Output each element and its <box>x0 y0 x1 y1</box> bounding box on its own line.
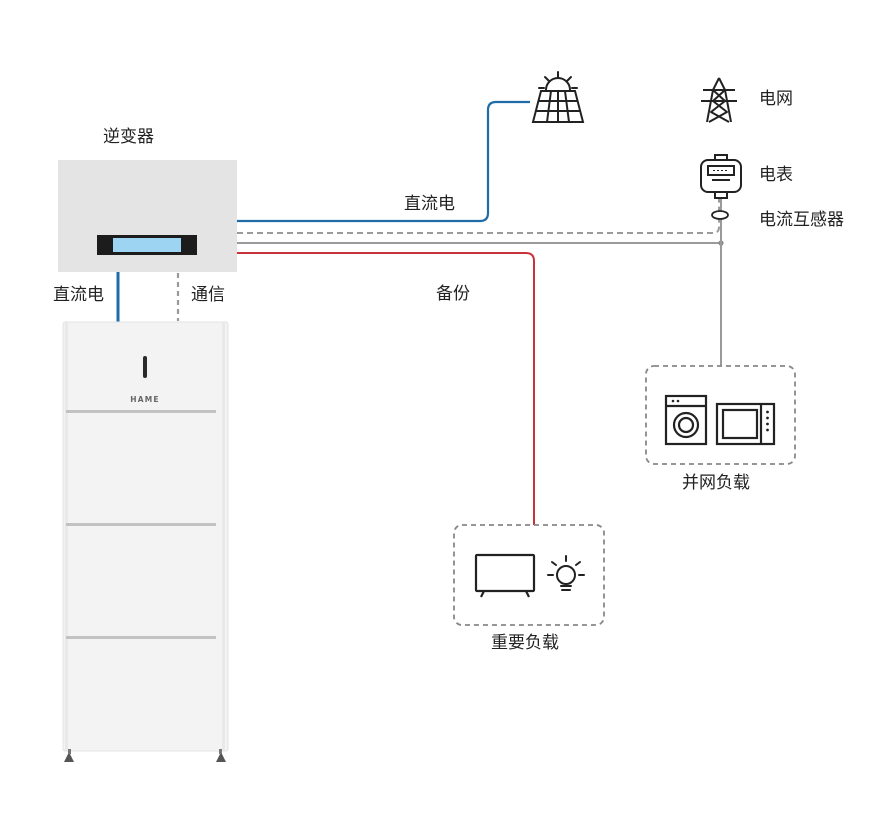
dc-line-solar <box>237 100 530 223</box>
backup-line <box>237 252 535 525</box>
module-divider <box>66 410 216 413</box>
transmission-tower-icon <box>701 77 737 123</box>
ct-label: 电流互感器 <box>759 210 844 230</box>
light-bulb-icon <box>547 555 585 591</box>
battery-foot <box>64 752 74 762</box>
grid-loads-label: 并网负载 <box>682 473 750 493</box>
critical-loads-box <box>453 524 605 626</box>
battery-brand-logo: HAME <box>130 395 159 404</box>
module-divider <box>66 523 216 526</box>
solar-panel-icon <box>531 71 585 123</box>
grid-label: 电网 <box>759 89 793 109</box>
grid-loads-box <box>645 365 796 465</box>
battery-power-indicator <box>143 356 147 378</box>
electric-meter-icon <box>700 154 742 199</box>
inverter <box>58 160 237 272</box>
microwave-icon <box>715 402 776 446</box>
current-transformer-icon <box>711 210 729 220</box>
washing-machine-icon <box>664 394 708 446</box>
comm-label: 通信 <box>191 285 225 305</box>
backup-label: 备份 <box>436 284 470 304</box>
battery-cabinet <box>62 321 229 762</box>
television-icon <box>474 553 536 598</box>
inverter-label: 逆变器 <box>103 127 154 147</box>
dc-label-battery: 直流电 <box>53 285 104 305</box>
comm-line-meter <box>237 198 720 234</box>
module-divider <box>66 636 216 639</box>
critical-loads-label: 重要负载 <box>491 633 559 653</box>
dc-label-solar: 直流电 <box>404 194 455 214</box>
battery-foot <box>216 752 226 762</box>
meter-label: 电表 <box>759 165 793 185</box>
